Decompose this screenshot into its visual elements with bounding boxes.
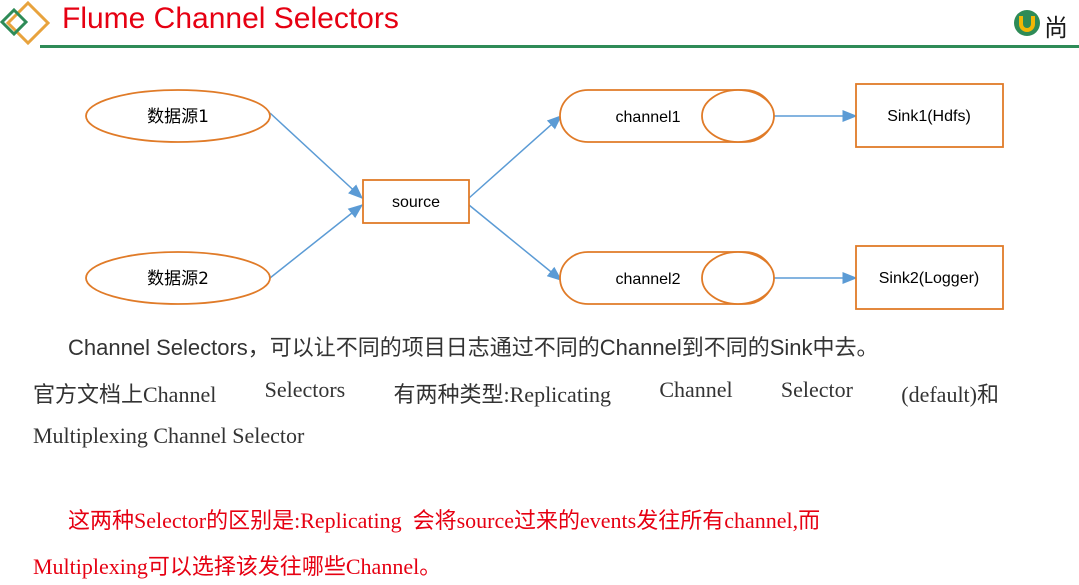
paragraph1-line2-part6: (default)和 <box>901 382 999 407</box>
paragraph2-line1: 这两种Selector的区别是:Replicating 会将source过来的e… <box>68 508 821 533</box>
paragraph1-line2: 官方文档上Channel Selectors 有两种类型:Replicating… <box>33 377 999 409</box>
data-source-2: 数据源2 <box>85 251 271 305</box>
logo-text: 尚 <box>1044 14 1068 42</box>
flow-diagram: 数据源1 数据源2 source channel1 channel2 Sink1… <box>85 83 1004 310</box>
channel-1: channel1 <box>559 89 775 143</box>
paragraph1-line1: Channel Selectors，可以让不同的项目日志通过不同的Channel… <box>68 335 879 360</box>
arrow-source-to-channel1 <box>468 115 563 199</box>
u-logo-icon <box>1014 10 1040 36</box>
paragraph1-line2-part1: 官方文档上Channel <box>33 382 217 407</box>
arrow-source-to-channel2 <box>468 204 563 281</box>
sink-2-label: Sink2(Logger) <box>879 270 980 287</box>
sink-1: Sink1(Hdfs) <box>855 83 1004 148</box>
data-source-1: 数据源1 <box>85 89 271 143</box>
source-label: source <box>392 194 440 211</box>
channel-1-label: channel1 <box>616 109 681 126</box>
diamond-logo-icon <box>0 0 51 46</box>
paragraph1-line2-part4: Channel <box>659 377 733 402</box>
paragraph1-line3: Multiplexing Channel Selector <box>33 423 305 448</box>
channel-2: channel2 <box>559 251 775 305</box>
page-title: Flume Channel Selectors <box>62 2 399 35</box>
paragraph1-line2-part5: Selector <box>780 377 853 402</box>
sink-2: Sink2(Logger) <box>855 245 1004 310</box>
sink-1-label: Sink1(Hdfs) <box>887 108 971 125</box>
data-source-2-label: 数据源2 <box>147 269 209 289</box>
channel-2-label: channel2 <box>616 271 681 288</box>
data-source-1-label: 数据源1 <box>147 107 209 127</box>
source-box: source <box>362 179 470 224</box>
paragraph1-line2-part2: Selectors <box>264 377 346 402</box>
arrow-source2-to-source <box>269 204 364 279</box>
paragraph1-line2-part3: 有两种类型:Replicating <box>393 382 612 407</box>
arrow-source1-to-source <box>269 112 364 200</box>
paragraph2-line2: Multiplexing可以选择该发往哪些Channel。 <box>33 554 442 579</box>
header-divider <box>40 45 1079 48</box>
